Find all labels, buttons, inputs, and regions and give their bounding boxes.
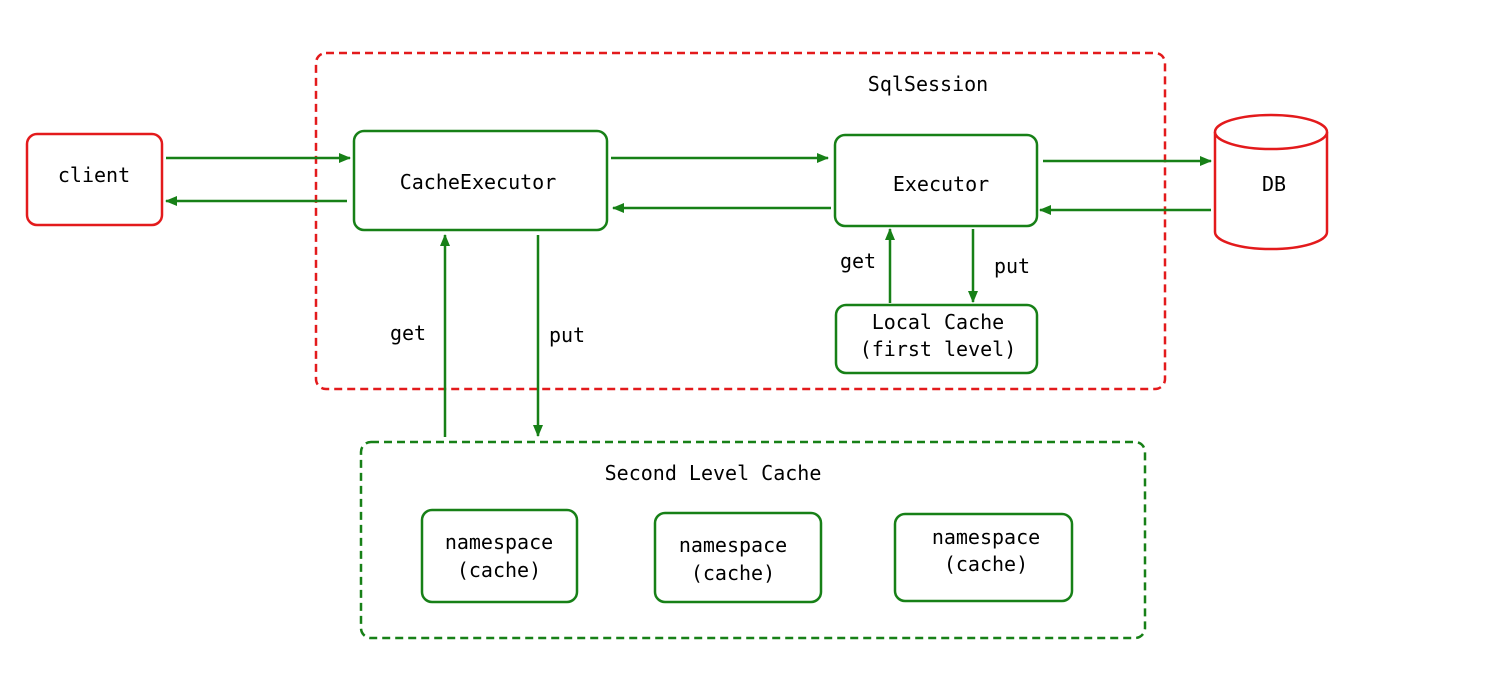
namespace-box-1 bbox=[420, 508, 579, 604]
namespace-box-3 bbox=[893, 512, 1074, 603]
namespace-2-line2: (cache) bbox=[691, 561, 775, 585]
second-level-cache-title: Second Level Cache bbox=[605, 461, 822, 485]
namespace-1-line1: namespace bbox=[445, 530, 553, 554]
client-label: client bbox=[58, 163, 130, 187]
second-put-label: put bbox=[549, 323, 585, 347]
namespace-1-line2: (cache) bbox=[457, 558, 541, 582]
local-put-label: put bbox=[994, 254, 1030, 278]
local-cache-label-line2: (first level) bbox=[860, 337, 1017, 361]
namespace-3-line1: namespace bbox=[932, 525, 1040, 549]
cache-executor-box bbox=[352, 129, 609, 232]
second-level-cache-boundary bbox=[359, 440, 1147, 640]
client-box bbox=[25, 132, 164, 227]
db-cylinder bbox=[1213, 113, 1329, 251]
sqlsession-boundary bbox=[314, 51, 1167, 391]
executor-box bbox=[833, 133, 1039, 228]
namespace-2-line1: namespace bbox=[679, 533, 787, 557]
local-cache-label-line1: Local Cache bbox=[872, 310, 1004, 334]
local-cache-box bbox=[834, 303, 1039, 375]
sqlsession-title: SqlSession bbox=[868, 72, 988, 96]
cache-executor-label: CacheExecutor bbox=[400, 170, 557, 194]
executor-label: Executor bbox=[893, 172, 989, 196]
namespace-3-line2: (cache) bbox=[944, 552, 1028, 576]
local-get-label: get bbox=[840, 249, 876, 273]
db-label: DB bbox=[1262, 172, 1286, 196]
second-get-label: get bbox=[390, 321, 426, 345]
namespace-box-2 bbox=[653, 511, 823, 604]
